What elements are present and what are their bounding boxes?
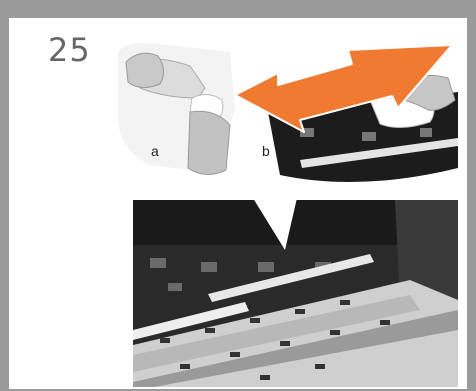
printer-interior-photo — [133, 200, 458, 387]
double-headed-arrow — [234, 44, 453, 133]
bottom-gray-line — [9, 389, 467, 391]
top-gray-bar — [0, 0, 476, 18]
left-gray-border — [0, 18, 9, 391]
right-gray-border — [467, 18, 476, 391]
callout-label-a: a — [151, 143, 159, 159]
callout-label-b: b — [262, 143, 270, 159]
step-number: 25 — [48, 31, 91, 69]
inset-a-wetting-cloth — [118, 43, 235, 175]
